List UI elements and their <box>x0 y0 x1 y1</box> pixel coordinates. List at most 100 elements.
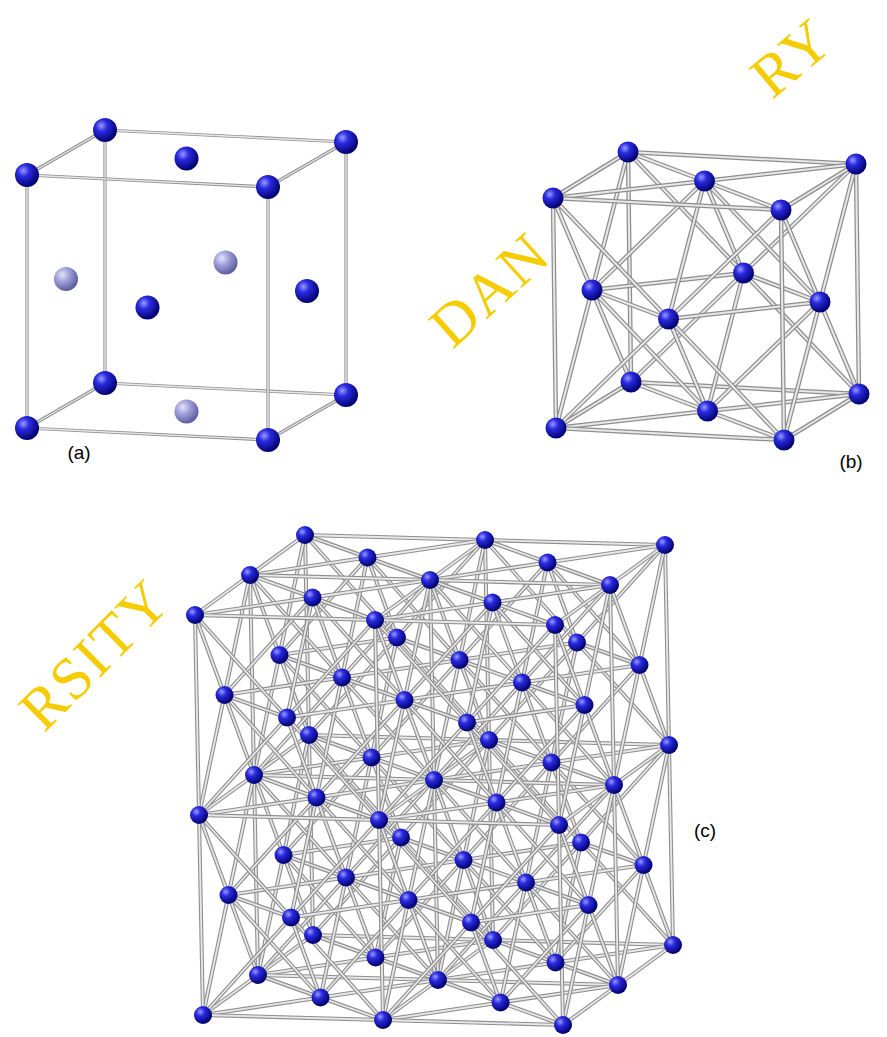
bond-highlight <box>409 803 497 901</box>
atom-sphere <box>256 175 280 199</box>
bond-outline <box>409 900 439 980</box>
bond-outline <box>522 665 640 683</box>
bond-outline <box>383 923 471 1021</box>
bond-highlight <box>27 130 105 175</box>
bond-highlight <box>522 665 640 683</box>
atom-sphere <box>476 531 494 549</box>
bond-outline <box>563 905 589 1025</box>
bond-outline <box>250 575 342 678</box>
atom-sphere <box>175 147 199 171</box>
bond-outline <box>556 411 708 428</box>
bond-outline <box>556 865 644 963</box>
bond-highlight <box>379 803 497 821</box>
bond-highlight <box>346 860 464 878</box>
bond-highlight <box>342 678 434 781</box>
bond-highlight <box>522 683 614 786</box>
atom-sphere <box>374 1011 392 1029</box>
bond-outline <box>781 164 856 210</box>
atom-sphere <box>605 776 623 794</box>
bond-outline <box>250 575 430 580</box>
bond-outline <box>225 678 343 696</box>
bond-highlight <box>563 905 589 1025</box>
atom-sphere <box>93 118 117 142</box>
bond-outline <box>27 130 105 175</box>
bond-outline <box>526 883 556 963</box>
bond-outline <box>199 815 229 895</box>
atom-sphere <box>513 674 531 692</box>
bond-outline <box>342 580 430 678</box>
bond-highlight <box>526 865 644 883</box>
bond-highlight <box>229 895 259 975</box>
bond-outline <box>577 545 665 643</box>
panel-label: (a) <box>67 442 90 464</box>
bond-outline <box>559 825 563 1025</box>
bond-highlight <box>287 718 379 821</box>
atom-sphere <box>774 430 795 451</box>
watermark-text: DAN <box>416 219 563 361</box>
bond-highlight <box>225 695 317 798</box>
bond-highlight <box>291 820 379 918</box>
bond-highlight <box>305 535 485 540</box>
bond-outline <box>553 198 592 290</box>
bond-outline <box>195 615 375 620</box>
bond-outline <box>409 900 501 1003</box>
bond-highlight <box>460 643 578 661</box>
atom-sphere <box>190 806 208 824</box>
bond-outline <box>614 785 618 985</box>
bond-highlight <box>195 615 375 620</box>
atom-sphere <box>484 931 502 949</box>
bond-outline <box>199 718 287 816</box>
bond-highlight <box>592 273 744 290</box>
bond-highlight <box>471 905 589 923</box>
bond-highlight <box>589 905 619 985</box>
bond-outline <box>618 865 644 985</box>
bond-highlight <box>577 545 665 643</box>
atom-sphere <box>256 428 280 452</box>
bond-highlight <box>291 900 409 918</box>
bond-outline <box>229 878 347 896</box>
bond-outline <box>501 905 589 1003</box>
bond-outline <box>375 603 493 621</box>
atom-sphere <box>580 896 598 914</box>
bond-outline <box>614 785 644 865</box>
bond-outline <box>592 181 705 290</box>
atom-sphere <box>214 251 238 275</box>
atom-sphere <box>582 280 603 301</box>
bond-outline <box>317 798 347 878</box>
bond-highlight <box>526 883 618 986</box>
bond-highlight <box>592 290 708 411</box>
bond-highlight <box>555 625 559 825</box>
bond-outline <box>493 603 523 683</box>
bond-outline <box>581 745 669 843</box>
bond-highlight <box>199 815 379 820</box>
bond-highlight <box>628 152 705 181</box>
bond-highlight <box>820 302 859 394</box>
bond-highlight <box>669 319 785 440</box>
atom-sphere <box>334 383 358 407</box>
bond-outline <box>497 803 589 906</box>
bond-outline <box>430 580 522 683</box>
bond-outline <box>258 878 346 976</box>
atom-sphere <box>370 811 388 829</box>
bond-highlight <box>346 878 376 958</box>
bond-outline <box>258 958 376 976</box>
bond-outline <box>229 895 321 998</box>
bond-highlight <box>199 815 291 918</box>
bond-highlight <box>203 1015 383 1020</box>
bond-highlight <box>665 545 669 745</box>
bond-outline <box>467 603 493 723</box>
bond-highlight <box>485 540 548 563</box>
bond-outline <box>103 130 106 383</box>
bond-highlight <box>229 895 321 998</box>
bond-highlight <box>559 825 563 1025</box>
bond-highlight <box>379 723 467 821</box>
bond-outline <box>556 319 669 428</box>
bond-outline <box>225 695 255 775</box>
bond-highlight <box>467 705 585 723</box>
bond-outline <box>291 820 379 918</box>
bond-highlight <box>553 198 592 290</box>
bond-outline <box>708 302 821 411</box>
bond-outline <box>409 883 527 901</box>
bond-highlight <box>27 428 268 440</box>
